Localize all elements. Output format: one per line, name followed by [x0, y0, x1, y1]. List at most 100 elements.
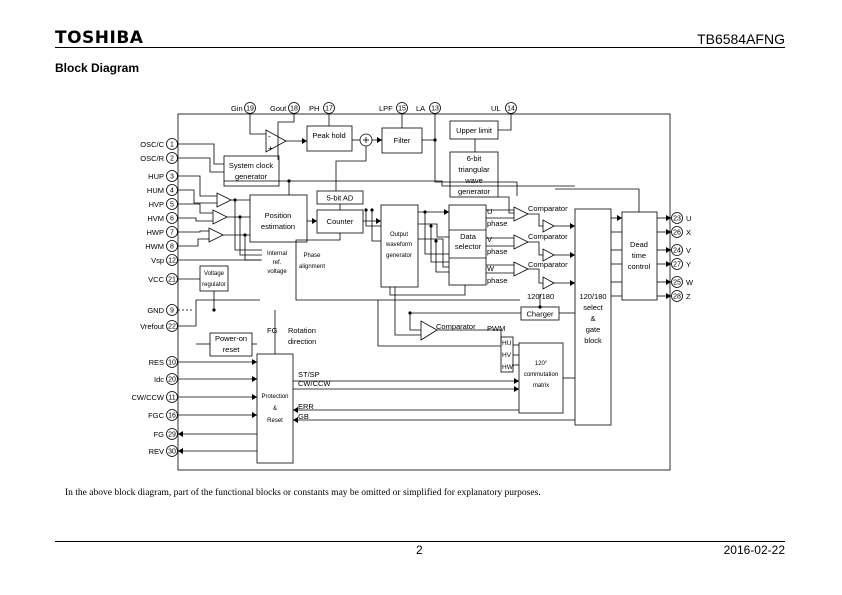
- pin-label-x: X: [686, 228, 691, 237]
- pin-circle-3: [166, 170, 178, 182]
- power-on-label-2: reset: [223, 345, 241, 354]
- output-waveform-block: [380, 204, 419, 288]
- err-label: ERR: [298, 402, 314, 411]
- pin-label-idc: Idc: [154, 375, 164, 384]
- charger-label: Charger: [526, 310, 554, 319]
- toshiba-logo: TOSHIBA: [55, 28, 144, 48]
- data-selector-block: [448, 204, 487, 286]
- pin-num-15: 15: [398, 106, 406, 113]
- hall-comparator-v: [212, 209, 228, 225]
- output-comparator-w: [513, 261, 529, 277]
- pin-num-30: 30: [168, 449, 176, 456]
- hall-u-label: HU: [502, 340, 512, 347]
- pin-label-z: Z: [686, 292, 691, 301]
- triangular-wave-block: [449, 151, 499, 198]
- dead-time-label-1: Dead: [630, 240, 648, 249]
- pin-num-24: 24: [673, 248, 681, 255]
- comparator-pwm-label: Comparator: [436, 322, 476, 331]
- commutation-block: [518, 342, 564, 414]
- output-comparator-v: [513, 234, 529, 250]
- system-clock-label-1: System clock: [229, 161, 273, 170]
- hall-w-label: HW: [502, 364, 514, 371]
- triangular-label-1: 6-bit: [467, 154, 483, 163]
- pin-num-26: 26: [673, 230, 681, 237]
- voltage-regulator-label-2: regulator: [202, 282, 226, 288]
- pin-label-osc-c: OSC/C: [140, 140, 164, 149]
- pin-num-21: 21: [168, 277, 176, 284]
- pin-label-rev: REV: [149, 447, 164, 456]
- pin-num-12: 12: [168, 258, 176, 265]
- pin-label-la: LA: [416, 104, 425, 113]
- pin-circle-10: [166, 356, 178, 368]
- diagram-note: In the above block diagram, part of the …: [65, 488, 541, 498]
- pin-num-28: 28: [673, 294, 681, 301]
- pin-circle-2: [166, 152, 178, 164]
- pin-circle-4: [166, 184, 178, 196]
- pin-label-u: U: [686, 214, 691, 223]
- pin-num-25: 25: [673, 280, 681, 287]
- header-rule: [55, 47, 785, 48]
- commutation-label-3: matrix: [533, 383, 549, 389]
- pin-num-29: 29: [168, 432, 176, 439]
- pin-circle-24: [671, 244, 683, 256]
- pin-circle-27: [671, 258, 683, 270]
- pin-num-6: 6: [170, 216, 174, 223]
- pin-circle-5: [166, 198, 178, 210]
- internal-ref-label-3: voltage: [267, 269, 287, 275]
- pin-label-hum: HUM: [147, 186, 164, 195]
- select-gate-block: [574, 208, 612, 426]
- power-on-label-1: Power-on: [215, 334, 247, 343]
- page-number: 2: [416, 543, 423, 557]
- internal-ref-label-2: ref.: [273, 260, 282, 266]
- arrowheads: [178, 137, 671, 454]
- pin-circle-7: [166, 226, 178, 238]
- pin-circle-11: [166, 391, 178, 403]
- hall-input-box: [500, 336, 514, 373]
- pin-label-cw-ccw: CW/CCW: [132, 393, 165, 402]
- pin-label-gin: Gin: [231, 104, 243, 113]
- triangular-label-4: generator: [458, 187, 491, 196]
- triangular-label-3: wave: [464, 176, 483, 185]
- pin-circle-20: [166, 373, 178, 385]
- pin-circle-30: [166, 445, 178, 457]
- position-estimation-block: [249, 194, 308, 243]
- comparator-v-label: Comparator: [528, 232, 568, 241]
- protection-label-1: Protection: [261, 394, 288, 400]
- part-number: TB6584AFNG: [697, 31, 785, 47]
- pin-num-3: 3: [170, 174, 174, 181]
- counter-label: Counter: [327, 217, 354, 226]
- protection-label-3: Reset: [267, 418, 283, 424]
- phase-alignment-label-2: alignment: [299, 264, 325, 270]
- pin-num-5: 5: [170, 202, 174, 209]
- select-gate-label-1: 120/180: [579, 292, 606, 301]
- section-title: Block Diagram: [55, 61, 140, 75]
- pin-circle-22: [166, 320, 178, 332]
- pin-circle-15: [396, 102, 408, 114]
- wiring: [178, 114, 671, 452]
- pin-num-17: 17: [325, 106, 333, 113]
- comparator-u-label: Comparator: [528, 204, 568, 213]
- output-comparator-u: [513, 206, 529, 222]
- dead-time-label-3: control: [628, 262, 651, 271]
- phase-alignment-label-1: Phase: [303, 253, 321, 259]
- pin-circle-25: [671, 276, 683, 288]
- comparator-w-label: Comparator: [528, 260, 568, 269]
- pin-label-vsp: Vsp: [151, 256, 164, 265]
- pin-label-hup: HUP: [148, 172, 164, 181]
- system-clock-block: [223, 155, 280, 187]
- select-gate-label-4: gate: [586, 325, 601, 334]
- pin-label-osc-r: OSC/R: [140, 154, 164, 163]
- pin-num-19: 19: [246, 106, 254, 113]
- pin-label-ul: UL: [491, 104, 501, 113]
- pin-circle-14: [505, 102, 517, 114]
- internal-ref-label-1: Internal: [267, 251, 287, 257]
- select-gate-label-3: &: [590, 314, 595, 323]
- commutation-label-1: 120°: [535, 361, 548, 367]
- power-on-reset-block: [209, 332, 253, 357]
- pin-label-gout: Gout: [270, 104, 287, 113]
- pin-num-11: 11: [168, 395, 175, 402]
- hall-v-label: HV: [502, 352, 512, 359]
- pin-label-gnd: GND: [147, 306, 164, 315]
- pin-label-vrefout: Vrefout: [140, 322, 165, 331]
- pin-num-22: 22: [168, 324, 176, 331]
